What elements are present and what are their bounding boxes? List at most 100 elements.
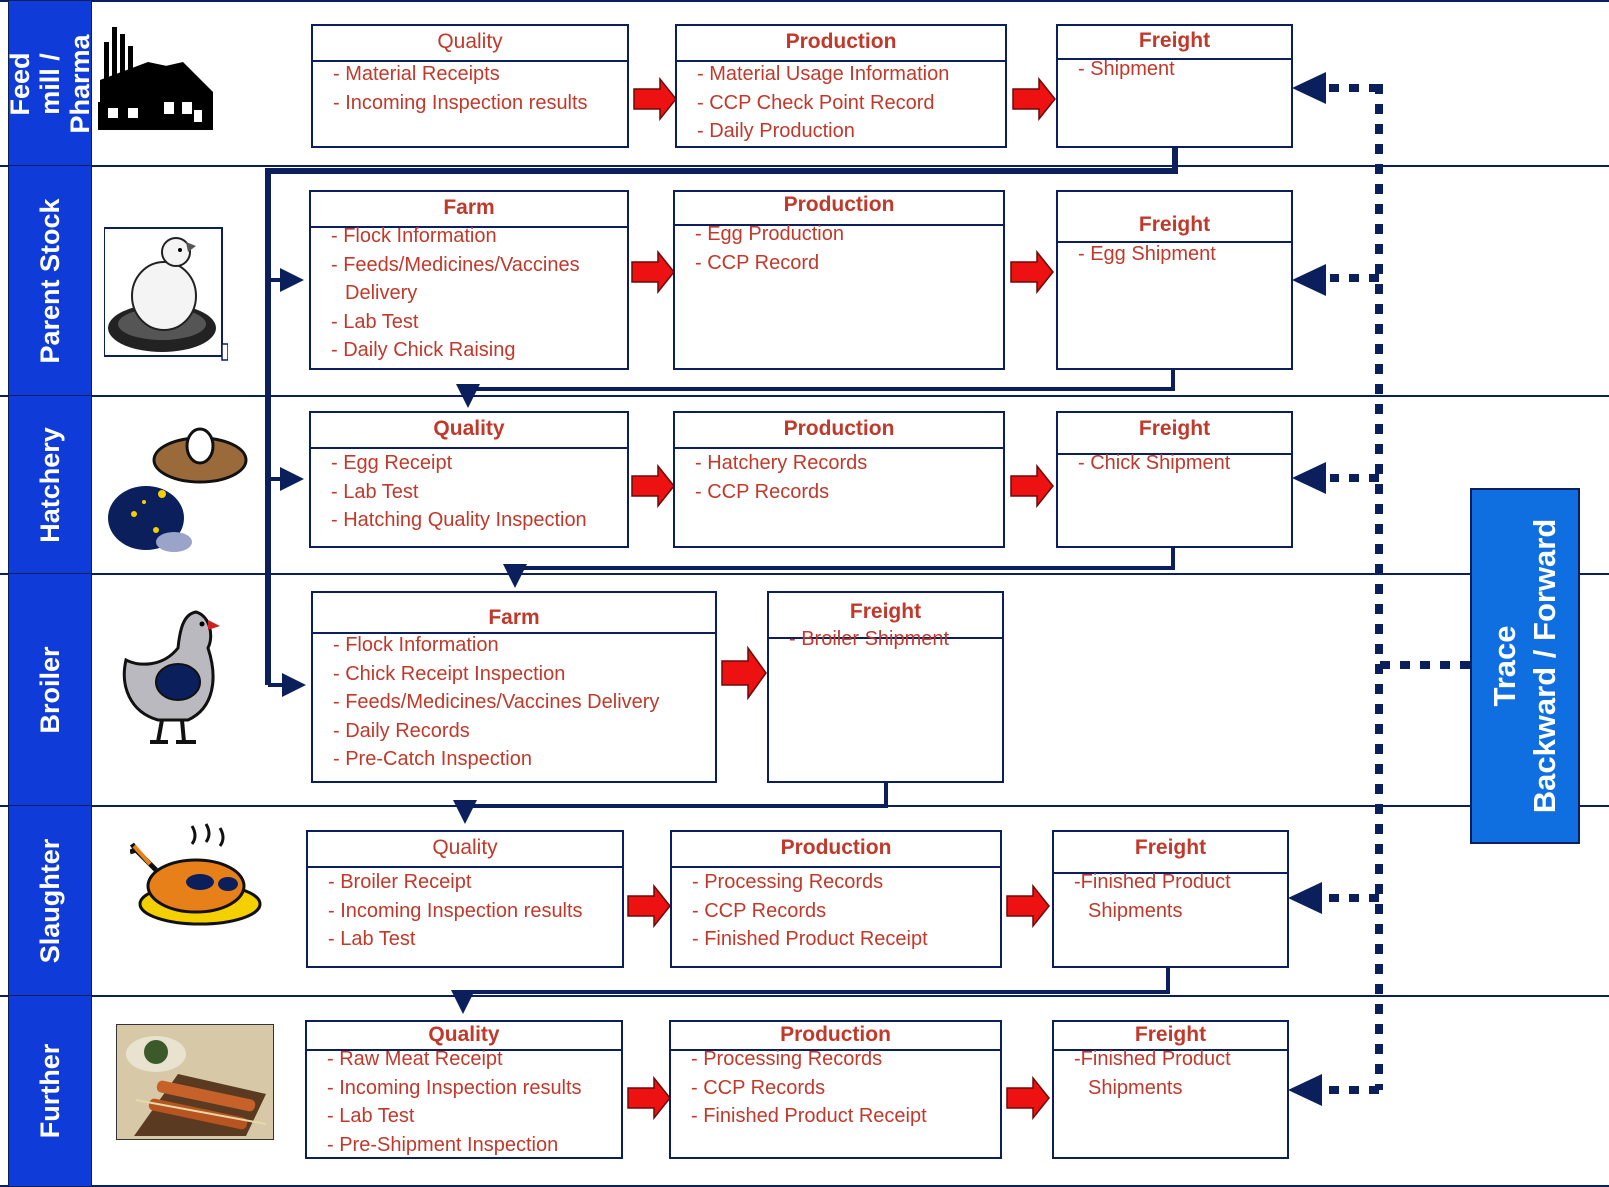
box-item: - Broiler Shipment: [789, 628, 950, 650]
flow-line-broiler-slaughter: [453, 781, 888, 824]
red-arrow-parent-2: [1010, 249, 1054, 295]
box-title: Farm: [443, 196, 495, 219]
broiler-farm-box: Farm - Flock Information - Chick Receipt …: [311, 591, 717, 783]
box-item: - Finished Product Receipt: [692, 928, 928, 950]
hatchery-quality-box: Quality - Egg Receipt- Lab Test- Hatchin…: [309, 411, 629, 548]
box-item-list: - Egg Receipt- Lab Test- Hatching Qualit…: [331, 449, 621, 535]
slaughter-production-box: Production - Processing Records - CCP Rec…: [670, 830, 1002, 968]
box-item-list: - Flock Information - Chick Receipt Inspe…: [333, 631, 709, 774]
box-item: - CCP Records: [695, 480, 830, 503]
flow-line-feedmill-down: [265, 147, 1178, 685]
parent-production-box: Production - Egg Production- CCP Record: [673, 190, 1005, 370]
skewered-meat-photo: [115, 1023, 275, 1141]
further-quality-box: Quality - Raw Meat Receipt- Incoming Ins…: [305, 1020, 623, 1159]
box-item: - Finished Product Receipt: [691, 1105, 927, 1127]
flow-line-slaughter-further: [451, 966, 1170, 1014]
box-item: - CCP Record: [695, 251, 820, 274]
box-item-list: - Flock Information - Feeds/Medicines/Vac…: [331, 222, 621, 365]
box-item: - Lab Test: [331, 480, 419, 503]
box-item: - Processing Records: [692, 871, 884, 893]
flow-line-parent-hatchery: [456, 370, 1175, 408]
trace-label-line2: Backward / Forward: [1527, 518, 1562, 814]
box-item: - Incoming Inspection results: [328, 899, 583, 922]
red-arrow-hatchery-1: [631, 463, 675, 509]
broiler-freight-box: Freight - Broiler Shipment: [767, 591, 1004, 783]
box-item: -Finished Product: [1074, 1048, 1231, 1070]
box-item: - Processing Records: [691, 1048, 883, 1070]
lane-label-parent-stock: Parent Stock: [8, 165, 92, 397]
box-item: - Material Receipts: [333, 63, 500, 85]
red-arrow-hatchery-2: [1010, 463, 1054, 509]
box-item: - Feeds/Medicines/Vaccines: [331, 253, 580, 276]
box-item: - Daily Production: [697, 120, 855, 142]
box-item: - Lab Test: [331, 310, 419, 333]
box-title: Freight: [1138, 417, 1211, 440]
box-title: Farm: [488, 606, 540, 629]
box-item-list: - Processing Records - CCP Records - Finis…: [692, 868, 994, 954]
further-production-box: Production - Processing Records - CCP Rec…: [669, 1020, 1002, 1159]
box-title: Production: [780, 1023, 891, 1046]
lane-label-feedmill: Feed mill / Pharma: [5, 0, 95, 167]
lane-label-further: Further: [8, 995, 92, 1187]
box-item-list: - Hatchery Records - CCP Records: [695, 449, 997, 506]
box-item: Shipments: [1088, 1076, 1183, 1099]
box-item: - Daily Chick Raising: [331, 339, 516, 361]
box-item: - Flock Information: [333, 634, 499, 656]
trace-arrowhead-feedmill: [1292, 72, 1326, 104]
box-title: Production: [780, 836, 892, 859]
factory-icon: [98, 22, 222, 132]
roast-chicken-icon: [129, 820, 262, 930]
trace-backward-forward-box: Trace Backward / Forward: [1470, 488, 1580, 844]
box-item: - CCP Check Point Record: [697, 91, 935, 114]
red-arrow-slaughter-2: [1006, 883, 1050, 929]
lane-further: [0, 995, 1609, 1187]
box-item: - Raw Meat Receipt: [327, 1048, 503, 1070]
egg-nest-and-chick-icon: [104, 418, 250, 562]
box-title: Quality: [437, 30, 503, 53]
red-arrow-broiler-1: [721, 645, 767, 701]
box-item: - Flock Information: [331, 225, 497, 247]
box-item: - Material Usage Information: [697, 63, 950, 85]
box-item: Shipments: [1088, 899, 1183, 922]
red-arrow-parent-1: [631, 249, 675, 295]
red-arrow-feed-2: [1012, 76, 1056, 122]
trace-label-line1: Trace: [1487, 625, 1522, 707]
trace-arrowhead-further: [1288, 1074, 1322, 1106]
box-title: Quality: [433, 417, 505, 440]
box-title: Freight: [1138, 29, 1211, 52]
box-item-list: - Material Usage Information - CCP Check …: [697, 60, 999, 146]
box-item: - Hatchery Records: [695, 452, 868, 474]
box-item: - Chick Shipment: [1078, 452, 1231, 474]
box-item-list: - Egg Production - CCP Record: [695, 220, 997, 277]
box-item: - CCP Records: [691, 1076, 826, 1099]
box-title: Production: [783, 417, 895, 440]
hatchery-production-box: Production - Hatchery Records - CCP Recor…: [673, 411, 1005, 548]
box-item: - Hatching Quality Inspection: [331, 509, 587, 531]
lane-label-broiler: Broiler: [8, 573, 92, 807]
hen-on-nest-icon: [103, 226, 229, 362]
box-item: - Lab Test: [328, 928, 416, 950]
box-item: - Lab Test: [327, 1105, 415, 1127]
box-item: - Chick Receipt Inspection: [333, 662, 566, 685]
box-item: Delivery: [345, 282, 418, 304]
lane-label-slaughter: Slaughter: [8, 805, 92, 997]
box-title: Freight: [1134, 1023, 1207, 1046]
parent-farm-box: Farm - Flock Information - Feeds/Medicine…: [309, 190, 629, 370]
box-title: Production: [785, 30, 897, 53]
box-item: -Finished Product: [1074, 871, 1231, 893]
box-item-list: - Processing Records - CCP Records - Finis…: [691, 1045, 994, 1131]
box-item: - Egg Production: [695, 223, 844, 245]
trace-label: Trace Backward / Forward: [1485, 519, 1565, 814]
box-item: - Incoming Inspection results: [333, 91, 588, 114]
box-item: - Pre-Catch Inspection: [333, 748, 532, 770]
lane-label-hatchery: Hatchery: [8, 395, 92, 575]
box-item: - Shipment: [1078, 58, 1175, 80]
trace-arrowhead-slaughter: [1288, 882, 1322, 914]
box-item: - CCP Records: [692, 899, 827, 922]
box-item: - Feeds/Medicines/Vaccines Delivery: [333, 691, 660, 713]
box-item-list: - Egg Shipment: [1078, 240, 1285, 269]
red-arrow-slaughter-1: [627, 883, 671, 929]
